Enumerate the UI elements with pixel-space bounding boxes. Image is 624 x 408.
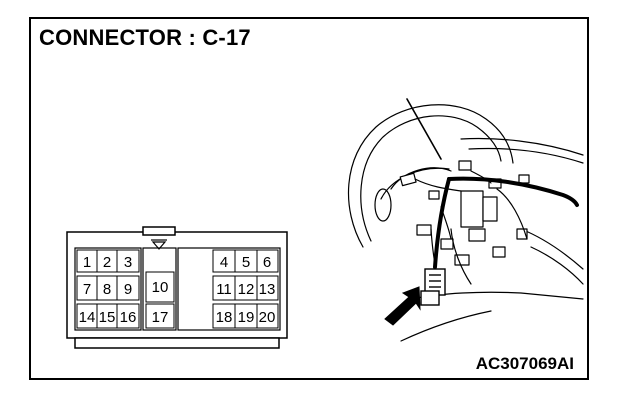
pin-9: 9	[124, 281, 132, 298]
steering-wheel-rim	[347, 104, 514, 248]
pin-4: 4	[220, 254, 228, 271]
connector-title: CONNECTOR : C-17	[39, 25, 251, 50]
pin-2: 2	[103, 254, 111, 271]
pin-18: 18	[216, 309, 233, 326]
diagram-frame: CONNECTOR : C-17 1 2 3 4 5 6 7 8	[29, 17, 589, 380]
pin-11: 11	[216, 281, 232, 298]
pin-17: 17	[152, 309, 169, 326]
connector-bottom-rail	[74, 337, 280, 349]
connector-face-diagram: 1 2 3 4 5 6 7 8 9 10 11 12 13 14 15 16	[66, 226, 288, 349]
pin-20: 20	[259, 309, 276, 326]
connector-location-illustration	[347, 98, 584, 342]
location-arrow-icon	[384, 286, 421, 326]
pin-15: 15	[99, 309, 116, 326]
pin-13: 13	[259, 281, 276, 298]
horn-button	[374, 188, 392, 222]
pin-16: 16	[120, 309, 137, 326]
pin-1: 1	[83, 254, 91, 271]
main-wiring-harness	[447, 176, 579, 207]
pin-3: 3	[124, 254, 132, 271]
connector-lock-tab	[142, 226, 176, 236]
figure-code: AC307069AI	[475, 354, 574, 373]
pin-10: 10	[152, 279, 169, 296]
pin-8: 8	[103, 281, 111, 298]
pin-6: 6	[263, 254, 271, 271]
pin-14: 14	[79, 309, 96, 326]
pin-19: 19	[238, 309, 255, 326]
pin-12: 12	[238, 281, 255, 298]
pin-7: 7	[83, 281, 91, 298]
pin-5: 5	[242, 254, 250, 271]
lock-triangle-icon	[151, 241, 167, 250]
